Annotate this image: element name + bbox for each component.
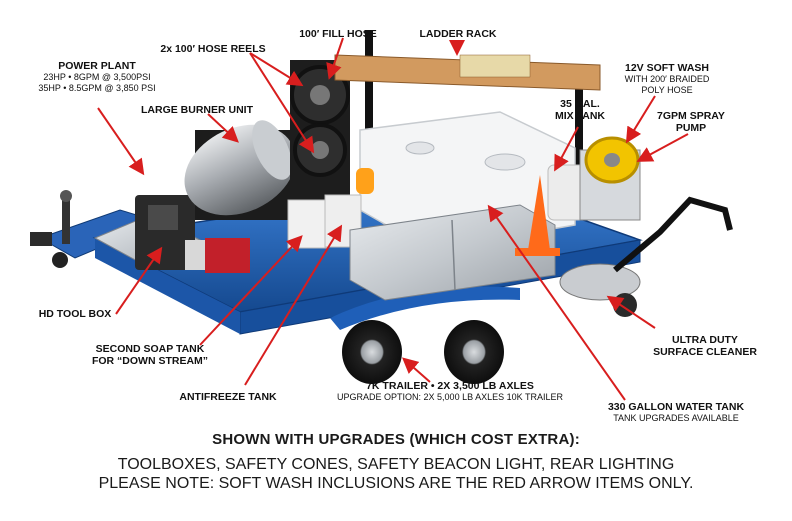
label-hose-reels: 2x 100′ HOSE REELS	[160, 43, 266, 55]
label-soft-wash-line1: WITH 200′ BRAIDED	[624, 74, 710, 84]
label-soap-tank: SECOND SOAP TANK FOR “DOWN STREAM”	[85, 343, 215, 367]
label-mix-tank-line1: 35 GAL.	[560, 98, 600, 110]
label-trailer-sub: UPGRADE OPTION: 2X 5,000 LB AXLES 10K TR…	[337, 392, 563, 402]
soft-wash-note: PLEASE NOTE: SOFT WASH INCLUSIONS ARE TH…	[98, 475, 694, 492]
label-water-tank: 330 GALLON WATER TANK TANK UPGRADES AVAI…	[586, 401, 766, 424]
label-ladder-rack: LADDER RACK	[419, 28, 497, 40]
label-soft-wash-title: 12V SOFT WASH	[624, 62, 709, 74]
label-soap-tank-line2: FOR “DOWN STREAM”	[91, 355, 209, 367]
upgrades-list: TOOLBOXES, SAFETY CONES, SAFETY BEACON L…	[117, 456, 675, 473]
label-trailer-title: 7K TRAILER • 2X 3,500 LB AXLES	[366, 380, 534, 392]
callout-arrows	[97, 37, 689, 401]
label-power-plant-line1: 23HP • 8GPM @ 3,500PSI	[43, 72, 151, 82]
trailer-tongue	[30, 190, 162, 259]
label-surface-cleaner-line1: ULTRA DUTY	[672, 334, 738, 346]
label-burner: LARGE BURNER UNIT	[141, 104, 253, 116]
label-soft-wash-line2: POLY HOSE	[641, 85, 693, 95]
label-power-plant-title: POWER PLANT	[58, 60, 136, 72]
label-surface-cleaner: ULTRA DUTY SURFACE CLEANER	[645, 334, 765, 358]
label-soap-tank-line1: SECOND SOAP TANK	[95, 343, 205, 355]
label-surface-cleaner-line2: SURFACE CLEANER	[653, 346, 757, 358]
safety-cone	[515, 175, 560, 256]
label-spray-pump: 7GPM SPRAY PUMP	[646, 110, 736, 134]
soft-wash-reel	[579, 136, 641, 221]
label-fill-hose: 100′ FILL HOSE	[299, 28, 377, 40]
label-tool-box: HD TOOL BOX	[38, 308, 112, 320]
hose-reels	[290, 60, 350, 210]
label-mix-tank-line2: MIX TANK	[555, 110, 605, 122]
beacon-light	[356, 168, 374, 194]
label-trailer: 7K TRAILER • 2X 3,500 LB AXLES UPGRADE O…	[320, 380, 580, 403]
label-water-tank-sub: TANK UPGRADES AVAILABLE	[613, 413, 739, 423]
label-power-plant: POWER PLANT 23HP • 8GPM @ 3,500PSI 35HP …	[22, 60, 172, 94]
label-antifreeze: ANTIFREEZE TANK	[179, 391, 277, 403]
label-power-plant-line2: 35HP • 8.5GPM @ 3,850 PSI	[38, 83, 156, 93]
label-mix-tank: 35 GAL. MIX TANK	[540, 98, 620, 122]
label-water-tank-title: 330 GALLON WATER TANK	[607, 401, 745, 413]
label-spray-pump-line2: PUMP	[675, 122, 707, 134]
label-soft-wash: 12V SOFT WASH WITH 200′ BRAIDED POLY HOS…	[612, 62, 722, 96]
trailer-wheels	[52, 252, 504, 384]
burner-unit	[184, 120, 296, 273]
upgrades-heading: SHOWN WITH UPGRADES (WHICH COST EXTRA):	[212, 431, 580, 448]
label-spray-pump-line1: 7GPM SPRAY	[657, 110, 725, 122]
